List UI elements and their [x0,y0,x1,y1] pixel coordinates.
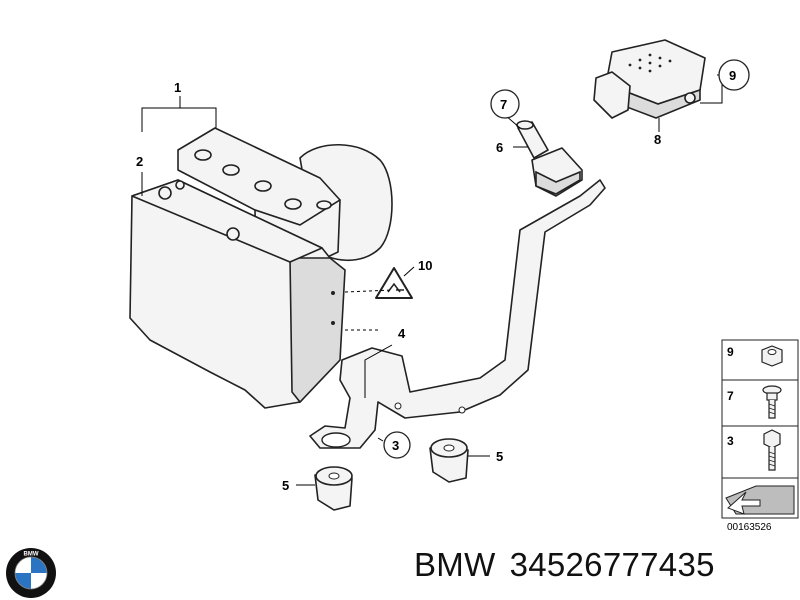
callout-9-circle [718,59,750,91]
brake-port [194,149,212,161]
brake-port [316,200,332,210]
caption-part-number: 34526777435 [509,546,715,583]
callout-6: 6 [496,140,503,155]
connector-pin [331,291,335,295]
bracket-hole [394,402,402,410]
bracket-hole [458,406,466,414]
callout-5-left: 5 [282,478,289,493]
nut-icon [761,345,783,367]
housing-screw [158,186,172,200]
callout-7-circle [490,89,520,119]
callout-8: 8 [654,132,661,147]
control-module-side [289,257,346,404]
sensor-mount-hole [684,92,696,104]
callout-4: 4 [398,326,406,341]
callouts: 1 2 3 4 5 5 6 7 8 9 10 [136,59,750,493]
housing-screw [175,180,185,190]
reference-arrow-icon [725,485,795,515]
callout-9: 9 [729,68,736,83]
callout-1: 1 [174,80,181,95]
sensor-plug [593,71,631,119]
callout-5-right: 5 [496,449,503,464]
control-module-top-edge [131,179,323,263]
damper-bushing-right [429,438,469,483]
diagram-code: 00163526 [727,522,772,533]
brake-port [222,164,240,176]
spacer-sleeve [516,120,549,159]
housing-screw [226,227,240,241]
warning-label [375,267,413,299]
legend-label-7: 7 [727,389,734,403]
callout-10: 10 [418,258,432,273]
part-caption: BMW 34526777435 [414,546,729,584]
callout-7: 7 [500,97,507,112]
connector-pin [331,321,335,325]
bracket-eyelet [321,432,351,448]
mounting-bracket [309,179,606,449]
bolt-icon [763,429,781,471]
abs-unit [129,127,393,409]
rubber-mount-base [535,170,581,195]
bolt-washer-icon [762,385,782,419]
bmw-logo: BMW [6,548,56,598]
callout-3: 3 [392,438,399,453]
legend-label-3: 3 [727,434,734,448]
rubber-mount [531,147,583,197]
legend-label-9: 9 [727,345,734,359]
bracket-body [309,179,606,449]
damper-bushing-left [314,466,353,511]
brake-port [284,198,302,210]
caption-brand: BMW [414,546,496,583]
svg-text:BMW: BMW [24,552,39,558]
yaw-rate-sensor [593,39,706,119]
hardware-legend: 9 7 3 00163526 [721,339,799,533]
callout-2: 2 [136,154,143,169]
callout-3-circle [383,431,411,459]
brake-port [254,180,272,192]
sensor-vents [628,53,672,73]
